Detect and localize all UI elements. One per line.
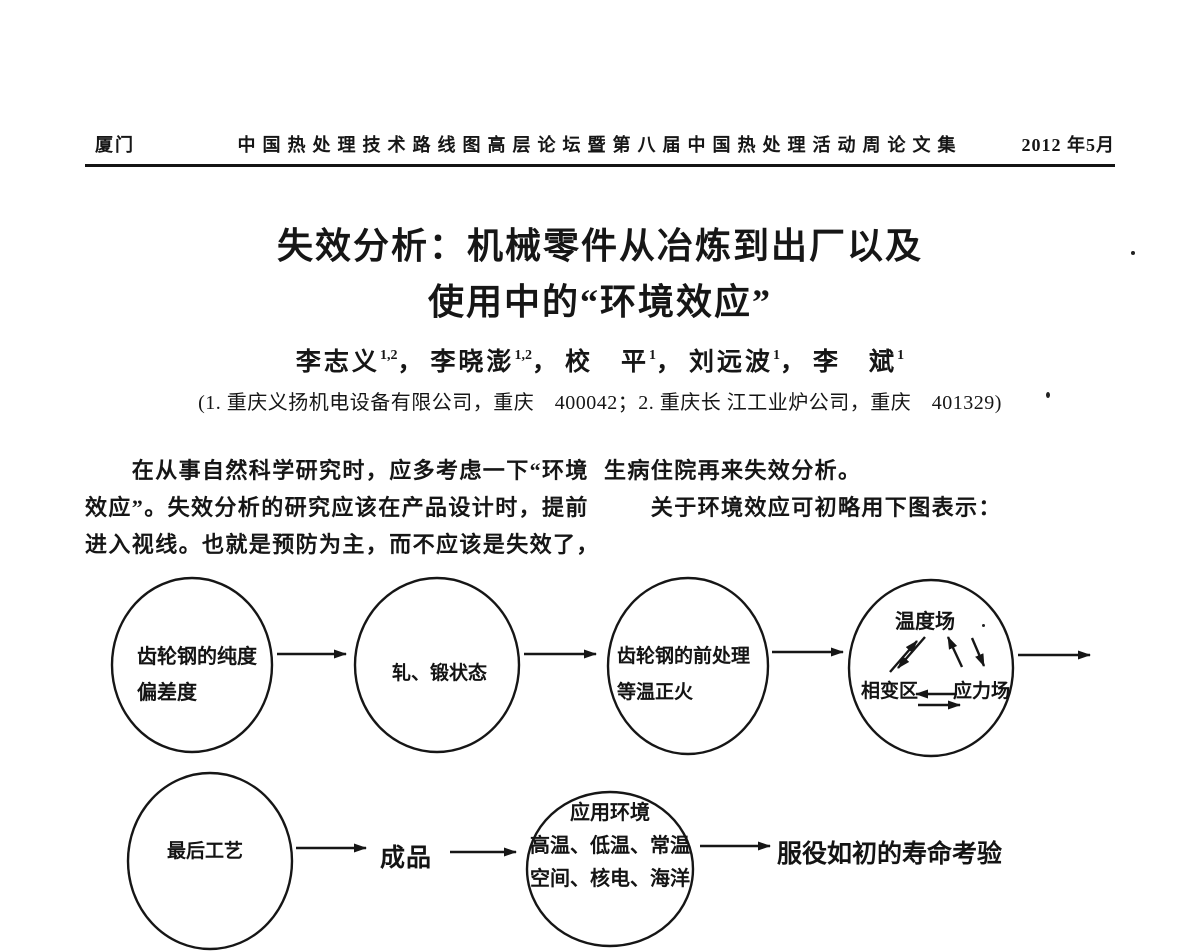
author-superscript: 1,2 (379, 347, 398, 363)
node-label-pretreatment: 齿轮钢的前处理 等温正火 (617, 646, 751, 703)
product-label: 成品 (380, 845, 433, 872)
proceedings-title: 中国热处理技术路线图高层论坛暨第八届中国热处理活动周论文集 (237, 135, 963, 155)
author-separator: ， (397, 349, 426, 376)
scan-speck (1131, 251, 1135, 255)
author: 刘远波1 (689, 347, 781, 376)
author-separator: ， (656, 349, 685, 376)
node-label-final-process: 最后工艺 (167, 841, 244, 862)
scan-speck (1046, 392, 1050, 398)
node-label-application-env: 应用环境 高温、低温、常温 空间、核电、海洋 (530, 802, 690, 890)
venue-label: 厦门 (95, 135, 135, 155)
author-separator: ， (780, 349, 809, 376)
author: 李 斌1 (813, 347, 905, 376)
body-column-left: 在从事自然科学研究时，应多考虑一下“环境 效应”。失效分析的研究应该在产品设计时… (85, 458, 600, 557)
scan-speck (982, 624, 985, 627)
node-label-steel-purity: 齿轮钢的纯度 偏差度 (137, 646, 257, 704)
arrow-temperature-to-phasezone (897, 636, 926, 669)
node-label-temperature-field: 温度场 (895, 611, 955, 633)
author-separator: ， (531, 349, 560, 376)
author-name: 李晓澎 (430, 349, 515, 376)
date-label: 2012 年5月 (1021, 135, 1115, 155)
title-line-2: 使用中的“环境效应” (427, 282, 772, 322)
node-circle-application-env (525, 790, 695, 948)
arrow-stressfield-to-temperature (946, 636, 964, 668)
author-name: 李志义 (295, 349, 380, 376)
node-circle-fields (847, 578, 1015, 758)
node-label-stress-field: 应力场 (953, 681, 1011, 702)
title-line-1: 失效分析：机械零件从冶炼到出厂以及 (276, 226, 923, 266)
author: 校 平1 (564, 347, 656, 376)
author-superscript: 1,2 (514, 347, 532, 363)
node-label-phase-zone: 相变区 (861, 681, 919, 702)
outcome-label: 服役如初的寿命考验 (777, 841, 1003, 868)
author-superscript: 1 (773, 347, 781, 363)
node-circle-rolled-forged (353, 576, 521, 754)
author-superscript: 1 (649, 347, 656, 363)
author-name: 校 平 (564, 349, 649, 376)
affiliation-line: (1. 重庆义扬机电设备有限公司，重庆 400042；2. 重庆长 江工业炉公司… (198, 392, 1002, 414)
node-circle-final-process (126, 771, 294, 951)
page-title: 失效分析：机械零件从冶炼到出厂以及 使用中的“环境效应” (0, 218, 1200, 330)
authors-line: 李志义1,2，李晓澎1,2，校 平1，刘远波1，李 斌1 (0, 342, 1200, 378)
node-label-rolled-forged: 轧、锻状态 (392, 663, 488, 684)
author: 李志义1,2 (295, 347, 398, 376)
node-circle-pretreatment (606, 576, 770, 756)
author-name: 刘远波 (689, 349, 774, 376)
author: 李晓澎1,2 (430, 347, 532, 376)
running-head: 厦门 中国热处理技术路线图高层论坛暨第八届中国热处理活动周论文集 2012 年5… (85, 131, 1115, 159)
flow-diagram-canvas (110, 576, 1091, 951)
arrow-phasezone-to-temperature (889, 640, 918, 673)
body-column-right: 生病住院再来失效分析。 关于环境效应可初略用下图表示： (604, 458, 1002, 520)
author-superscript: 1 (897, 347, 905, 363)
header-rule (85, 164, 1115, 167)
author-name: 李 斌 (813, 349, 898, 376)
node-circle-steel-purity (110, 576, 274, 754)
arrow-temperature-to-stressfield (970, 637, 986, 667)
